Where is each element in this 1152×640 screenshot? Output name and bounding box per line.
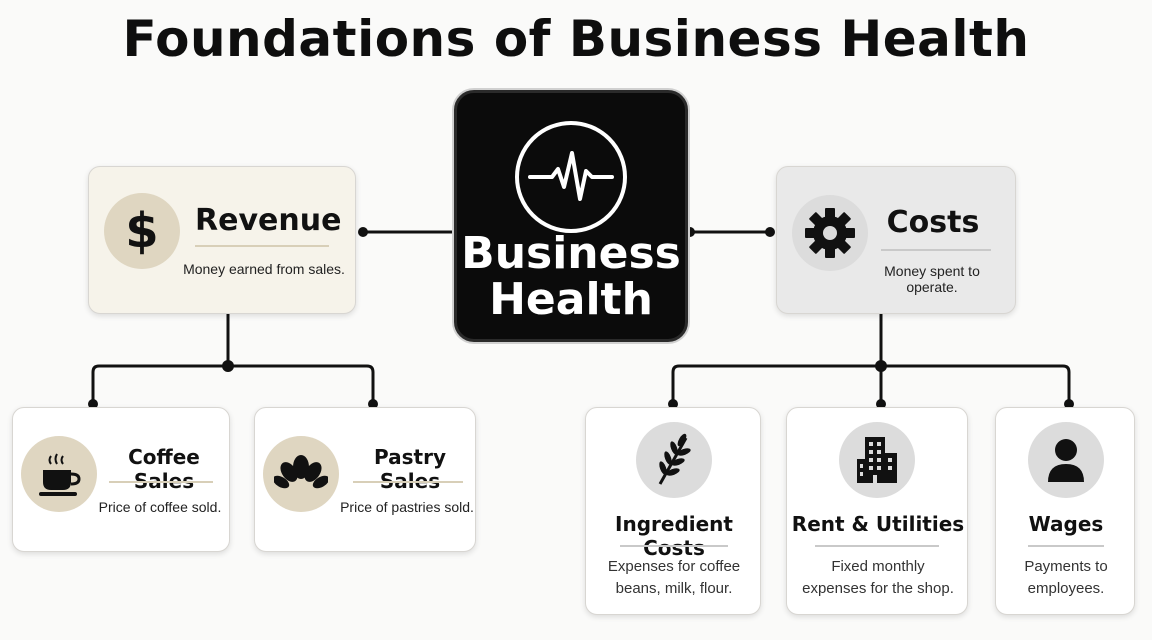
costs-divider [881, 249, 991, 251]
coffee-sales-description: Price of coffee sold. [98, 499, 222, 515]
pastry-sales-title: Pastry Sales [374, 445, 446, 493]
ingredient-costs-card: Ingredient Costs Expenses for coffee bea… [585, 407, 761, 615]
costs-card: Costs Money spent to operate. [776, 166, 1016, 314]
wages-card: Wages Payments to employees. [995, 407, 1135, 615]
wheat-icon [636, 422, 712, 498]
center-label-line1: Business [461, 228, 681, 279]
pastry-sales-card: Pastry Sales Price of pastries sold. [254, 407, 476, 552]
costs-description: Money spent to operate. [884, 263, 980, 295]
ingredient-costs-divider [620, 545, 728, 547]
rent-utilities-desc-line1: Fixed monthly [831, 558, 925, 575]
revenue-description: Money earned from sales. [183, 261, 345, 277]
pastry-sales-description: Price of pastries sold. [340, 499, 474, 515]
revenue-title: Revenue [195, 203, 342, 238]
wages-title: Wages [1028, 512, 1104, 536]
revenue-card: $ Revenue Money earned from sales. [88, 166, 356, 314]
business-health-node: Business Health [454, 90, 688, 342]
coffee-sales-title: Coffee Sales [128, 445, 200, 493]
rent-utilities-divider [815, 545, 939, 547]
heartbeat-icon [515, 121, 627, 233]
rent-utilities-desc-line2: expenses for the shop. [802, 580, 954, 597]
revenue-divider [195, 245, 329, 247]
rent-utilities-card: Rent & Utilities Fixed monthly expenses … [786, 407, 968, 615]
building-icon [839, 422, 915, 498]
ingredient-costs-desc-line2: beans, milk, flour. [615, 580, 733, 597]
pastry-sales-divider [353, 481, 463, 483]
ingredient-costs-description: Expenses for coffee beans, milk, flour. [586, 556, 762, 600]
costs-title: Costs [886, 205, 980, 240]
coffee-sales-card: Coffee Sales Price of coffee sold. [12, 407, 230, 552]
gear-icon [792, 195, 868, 271]
wages-divider [1028, 545, 1104, 547]
rent-utilities-title: Rent & Utilities [791, 512, 965, 536]
wages-description: Payments to employees. [996, 556, 1136, 600]
croissant-icon [263, 436, 339, 512]
coffee-cup-icon [21, 436, 97, 512]
person-icon [1028, 422, 1104, 498]
rent-utilities-description: Fixed monthly expenses for the shop. [787, 556, 969, 600]
ingredient-costs-desc-line1: Expenses for coffee [607, 558, 741, 575]
coffee-sales-divider [109, 481, 213, 483]
dollar-icon: $ [104, 193, 180, 269]
center-label: Business Health [457, 231, 685, 323]
center-label-line2: Health [489, 274, 653, 325]
page-title: Foundations of Business Health [122, 10, 1030, 68]
ingredient-costs-title: Ingredient Costs [615, 512, 733, 560]
wages-desc-line1: Payments to [1024, 558, 1108, 575]
wages-desc-line2: employees. [1027, 580, 1105, 597]
